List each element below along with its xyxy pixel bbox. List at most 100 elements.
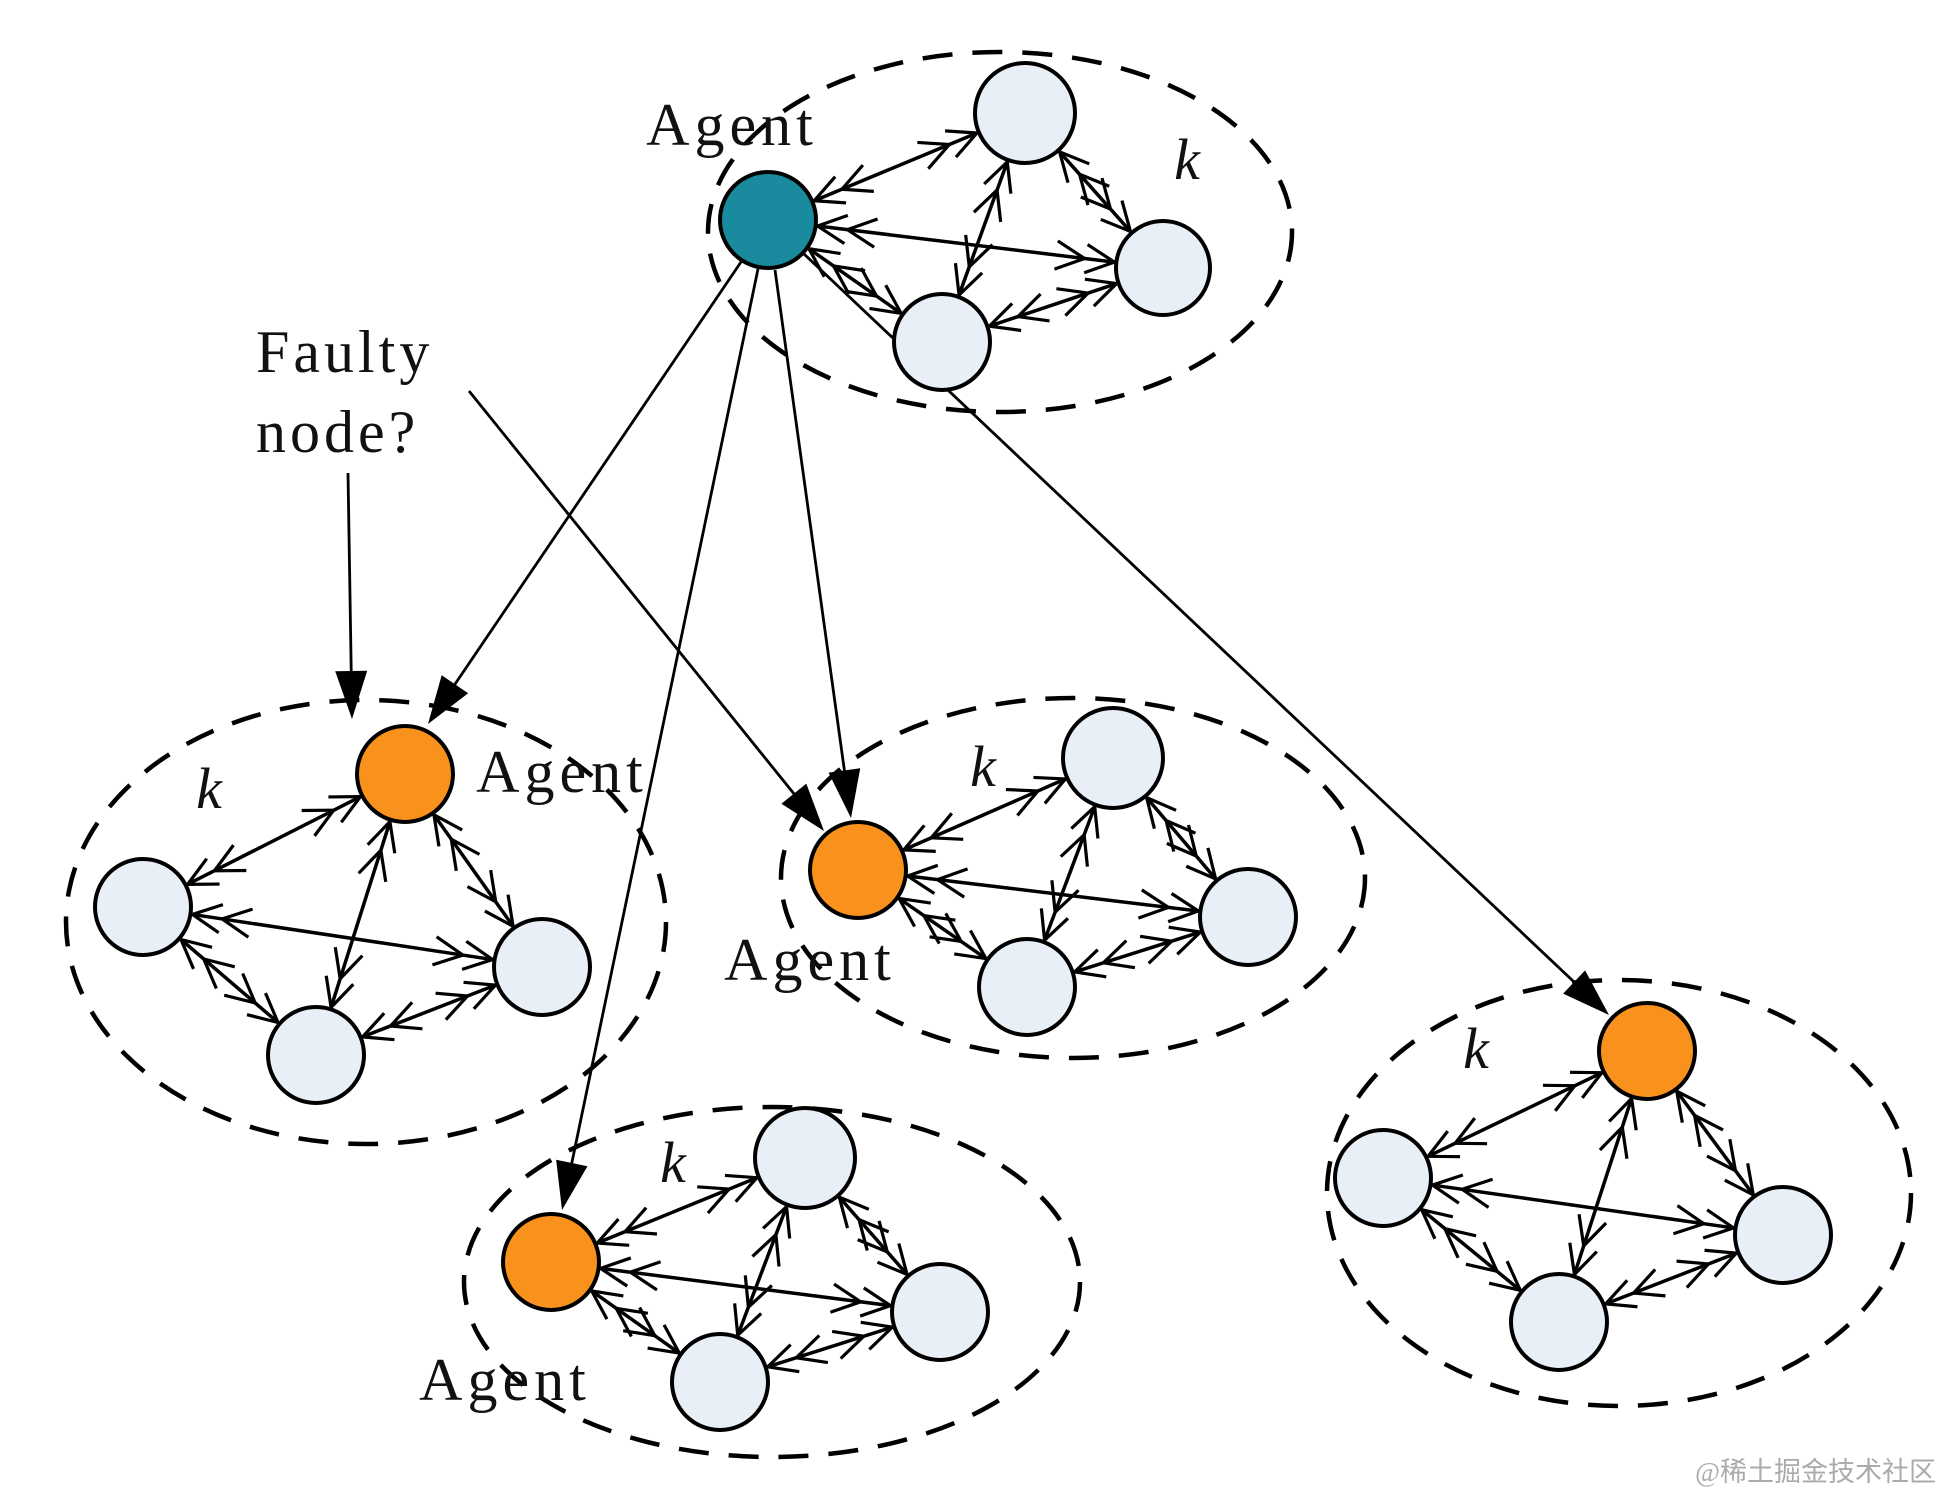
edge-arrowhead — [191, 903, 224, 916]
edge-arrowhead — [472, 984, 497, 1010]
edge-arrowhead — [1016, 789, 1040, 817]
edge-arrowhead — [1005, 161, 1013, 194]
edge-line-right — [1675, 1090, 1755, 1196]
member-node-left — [492, 917, 592, 1017]
edge-arrowhead — [600, 1256, 632, 1270]
edge-arrowhead — [1465, 1262, 1498, 1273]
edge-arrowhead — [859, 1304, 891, 1318]
agent-label-top: Agent — [646, 92, 818, 158]
k-label-bottom: k — [660, 1130, 687, 1195]
edge-arrowhead — [489, 869, 498, 903]
edge-arrowhead — [857, 1219, 869, 1251]
edge-arrowhead — [333, 946, 342, 979]
edge-line-top — [813, 131, 978, 203]
edge-line-left — [432, 813, 515, 928]
edge-line-left — [329, 821, 392, 1008]
hub-to-bottom-agent-arrow — [568, 268, 760, 1172]
edge-arrowhead — [846, 228, 876, 249]
edge-arrowhead — [1058, 150, 1090, 166]
edge-arrowhead — [329, 983, 355, 1009]
edge-arrowhead — [366, 820, 392, 846]
edge-arrowhead — [1059, 833, 1086, 858]
edge-line-right — [1572, 1098, 1634, 1275]
edge-arrowhead — [1082, 834, 1089, 867]
edge-arrowhead — [868, 1326, 894, 1351]
agent-label-left: Agent — [476, 739, 648, 805]
cluster-left-boundary — [63, 697, 669, 1147]
edge-arrowhead — [1632, 1268, 1657, 1295]
member-node-top — [1114, 219, 1212, 317]
faulty-agent-node-bottom — [501, 1212, 601, 1312]
edge-arrowhead — [1170, 892, 1200, 913]
edge-arrowhead — [615, 1306, 649, 1315]
edge-arrowhead — [623, 1206, 648, 1233]
edge-arrowhead — [1146, 796, 1177, 812]
edge-arrowhead — [762, 1205, 788, 1230]
edge-arrowhead — [361, 1012, 386, 1038]
edge-arrowhead — [432, 814, 441, 847]
edge-arrowhead — [857, 1238, 888, 1254]
edge-arrowhead — [1573, 1250, 1598, 1276]
edge-arrowhead — [590, 1290, 609, 1320]
edge-arrowhead — [362, 1035, 395, 1042]
member-node-bottom — [670, 1332, 770, 1432]
edge-arrowhead — [1461, 1177, 1494, 1191]
edge-arrowhead — [263, 992, 280, 1024]
edge-arrowhead — [484, 909, 514, 928]
edge-arrowhead — [1100, 217, 1132, 233]
member-node-top — [892, 292, 992, 392]
edge-arrowhead — [1568, 1242, 1577, 1275]
edge-line-right — [1420, 1208, 1522, 1292]
edge-arrowhead — [1553, 1084, 1577, 1112]
edge-arrowhead — [846, 217, 879, 232]
edge-arrowhead — [444, 994, 469, 1021]
edge-arrowhead — [795, 1356, 829, 1365]
faulty-agent-node-right — [1597, 1001, 1697, 1101]
edge-line-middle — [903, 777, 1067, 852]
edge-arrowhead — [213, 844, 235, 872]
edge-line-top — [807, 247, 903, 315]
edge-arrowhead — [1582, 1221, 1608, 1248]
edge-arrowhead — [431, 953, 464, 967]
edge-arrowhead — [1165, 819, 1197, 835]
edge-arrowhead — [1704, 1248, 1737, 1255]
edge-arrowhead — [817, 213, 849, 228]
edge-arrowhead — [1017, 315, 1050, 323]
faulty-label-to-left-agent-arrow-head — [335, 670, 368, 719]
edge-arrowhead — [1039, 908, 1047, 941]
k-label-middle: k — [970, 734, 997, 799]
edge-arrowhead — [897, 1243, 909, 1275]
edge-arrowhead — [840, 164, 865, 191]
edge-arrowhead — [1084, 277, 1117, 286]
edge-arrowhead — [1058, 151, 1070, 184]
edge-line-bottom — [590, 1289, 681, 1355]
edge-arrowhead — [988, 302, 1014, 328]
agent-label-bottom: Agent — [419, 1347, 591, 1413]
edge-arrowhead — [1077, 173, 1090, 206]
edge-arrowhead — [203, 957, 236, 969]
edge-arrowhead — [1426, 1130, 1449, 1158]
edge-arrowhead — [774, 1234, 781, 1267]
edge-arrowhead — [241, 972, 257, 1004]
edge-arrowhead — [954, 131, 979, 159]
edge-arrowhead — [808, 247, 841, 256]
edge-arrowhead — [1070, 805, 1096, 830]
edge-arrowhead — [903, 848, 936, 853]
edge-arrowhead — [1054, 889, 1080, 914]
edge-line-bottom — [736, 1205, 789, 1336]
edge-arrowhead — [1581, 1071, 1604, 1099]
edge-arrowhead — [221, 907, 254, 921]
cluster-right-boundary — [1324, 977, 1914, 1409]
edge-arrowhead — [1577, 1214, 1586, 1247]
edge-arrowhead — [1444, 1227, 1477, 1238]
edge-line-middle — [1074, 930, 1201, 974]
edge-arrowhead — [838, 1195, 870, 1211]
faulty-label-to-middle-agent-arrow-head — [781, 783, 824, 831]
edge-arrowhead — [953, 263, 961, 296]
edge-arrowhead — [841, 187, 874, 193]
edge-arrowhead — [743, 1275, 750, 1308]
watermark: @稀土掘金技术社区 — [1695, 1457, 1936, 1487]
faulty-node-label-line2: node? — [256, 399, 419, 465]
edge-arrowhead — [313, 809, 335, 837]
